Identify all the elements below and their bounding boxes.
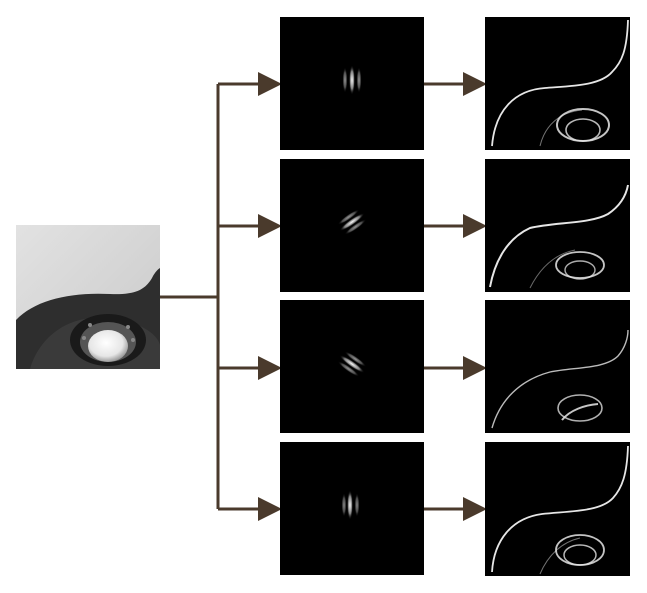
branch-connectors	[160, 72, 487, 521]
edge-response-icon	[491, 329, 629, 429]
filter-response-0	[485, 17, 630, 150]
gabor-filter-vertical-2	[280, 442, 424, 575]
gabor-filter-anti-diagonal	[280, 300, 424, 433]
filter-response-3	[485, 442, 630, 576]
filter-response-1	[485, 159, 630, 292]
vertical-gabor-kernel-icon	[341, 490, 360, 520]
diagonal-gabor-kernel-icon	[337, 209, 367, 235]
input-image	[16, 225, 160, 369]
vertical-gabor-kernel-icon	[342, 65, 362, 95]
edge-response-icon	[491, 445, 629, 575]
edge-response-icon	[491, 19, 629, 147]
gabor-filter-diagonal	[280, 159, 424, 292]
edge-response-icon	[489, 184, 629, 289]
filter-response-2	[485, 300, 630, 433]
gabor-filter-vertical	[280, 17, 424, 150]
anti-diagonal-gabor-kernel-icon	[337, 351, 367, 377]
